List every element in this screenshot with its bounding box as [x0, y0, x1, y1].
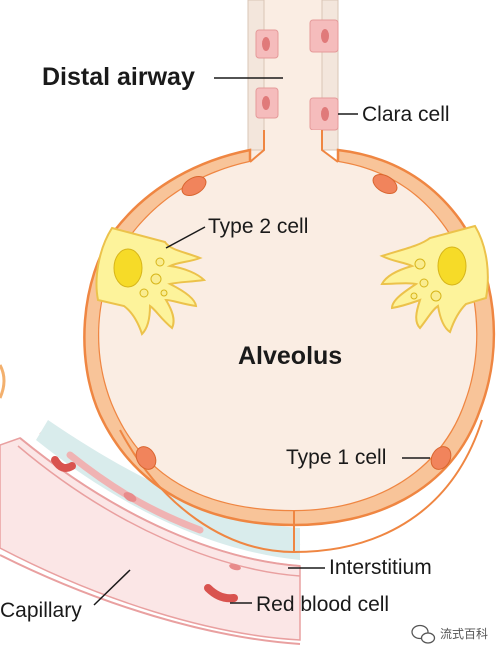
watermark-text: 流式百科 — [440, 627, 489, 641]
leader-type2-cell — [165, 226, 206, 249]
type1-nucleus — [372, 174, 398, 194]
label-distal-airway: Distal airway — [42, 63, 195, 91]
wechat-bubble-icon — [411, 624, 436, 644]
red-blood-cell — [51, 456, 76, 472]
red-blood-cell — [204, 584, 238, 603]
type2-cell-right — [379, 224, 489, 334]
endothelial-nucleus — [123, 492, 137, 502]
endothelial-cell — [66, 451, 204, 534]
label-type1-cell: Type 1 cell — [286, 446, 387, 469]
label-type2-cell: Type 2 cell — [208, 215, 309, 238]
label-red-blood-cell: Red blood cell — [256, 593, 390, 616]
label-clara-cell: Clara cell — [362, 103, 450, 126]
type1-nucleus — [430, 446, 452, 470]
type2-cell-left — [95, 226, 207, 336]
label-capillary: Capillary — [0, 599, 82, 622]
label-interstitium: Interstitium — [329, 556, 432, 579]
endothelial-nucleus — [229, 563, 241, 571]
alveolar-lumen — [99, 130, 477, 510]
type1-nucleus — [181, 176, 207, 196]
neighbor-alveolus-edge — [0, 364, 6, 399]
label-alveolus: Alveolus — [238, 342, 343, 370]
leader-capillary — [93, 569, 131, 606]
type1-nucleus — [135, 446, 157, 470]
